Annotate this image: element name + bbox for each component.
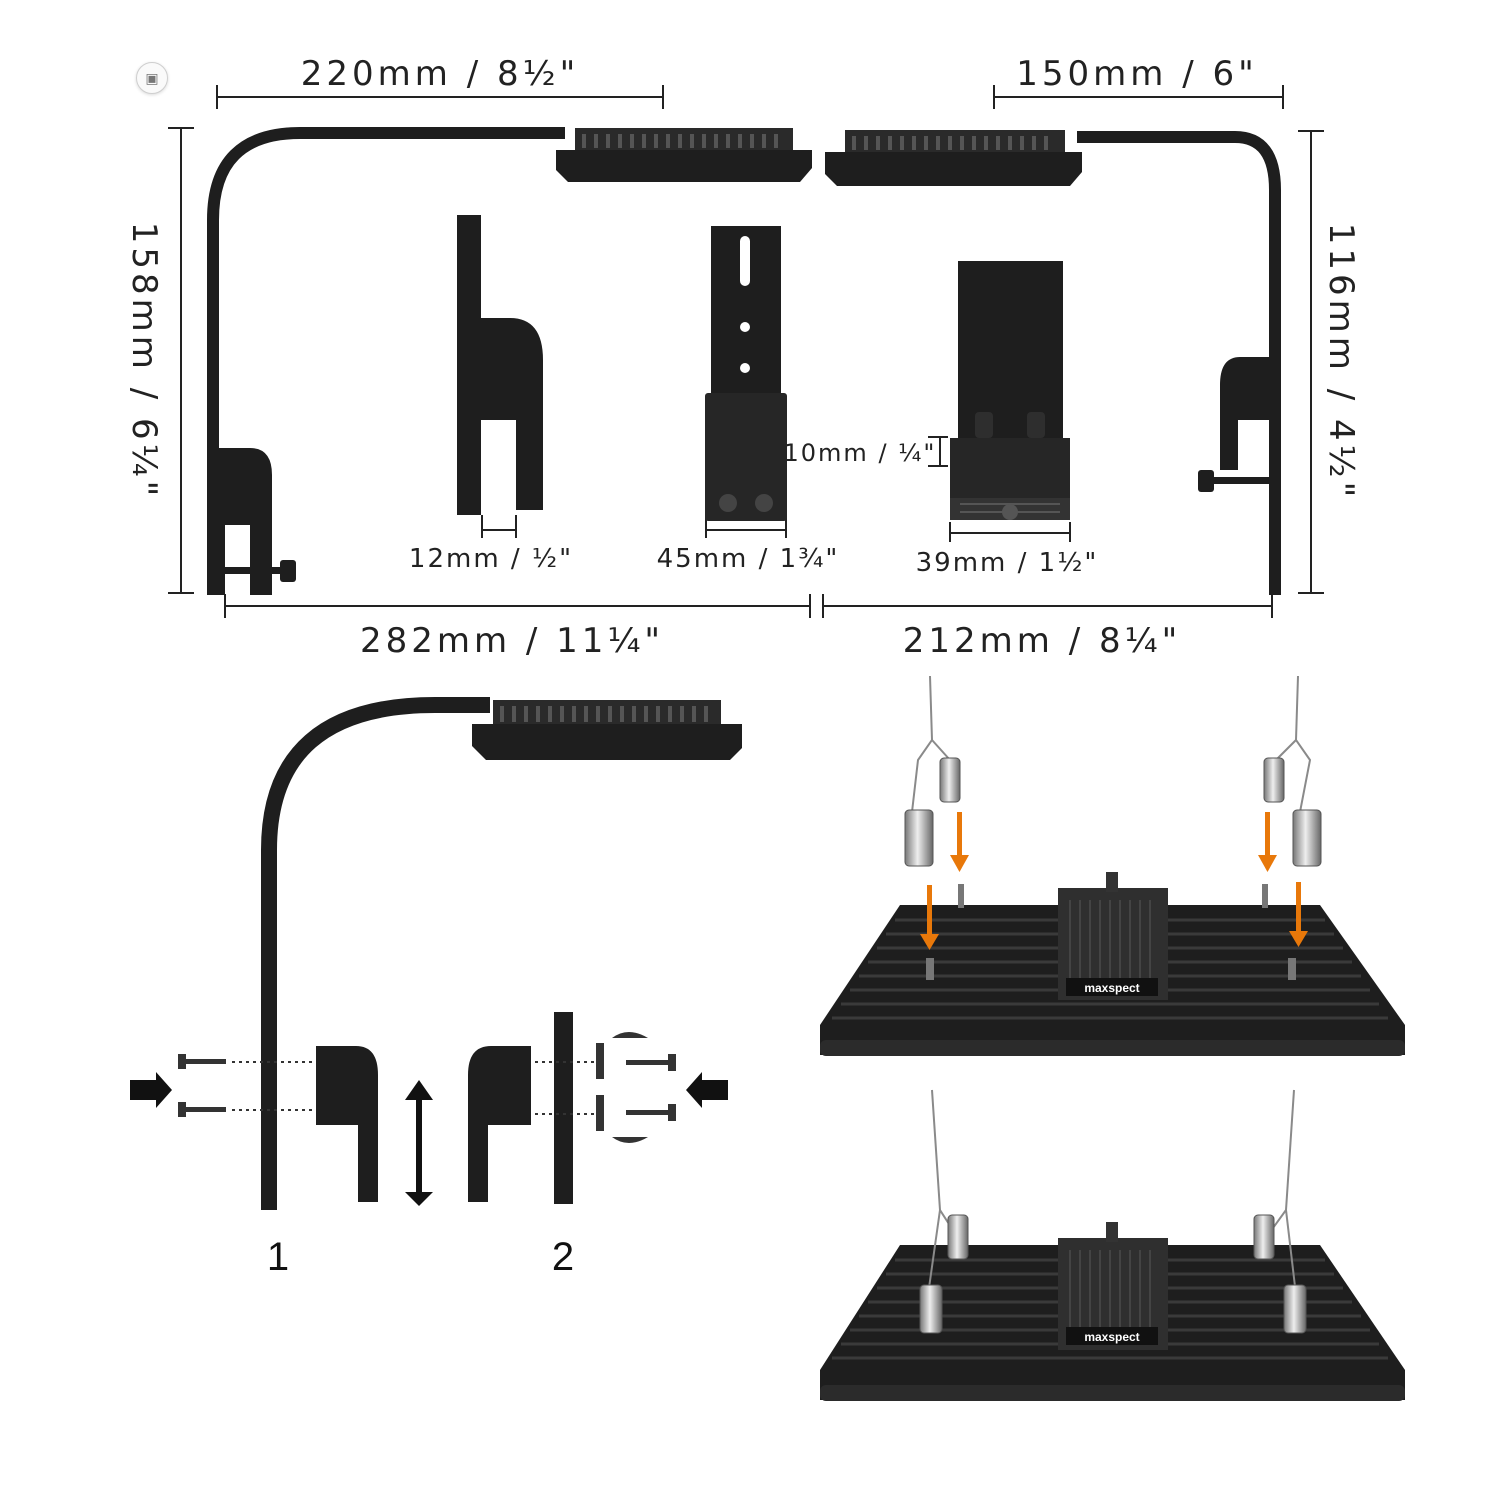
dim-mount-width: 39mm / 1½"	[916, 548, 1099, 578]
step1-assembly	[130, 1046, 433, 1206]
screw-icon	[626, 1054, 676, 1121]
left-arm	[207, 127, 565, 595]
arrow-down-icon	[920, 812, 1308, 950]
fixture-hanging-bottom: maxspect	[820, 1222, 1405, 1401]
right-fixture	[825, 130, 1082, 186]
gooseneck-arm	[261, 697, 742, 1210]
step2-assembly	[468, 1012, 728, 1204]
right-arm	[1077, 131, 1281, 595]
dim-top-right-width: 150mm / 6"	[1016, 54, 1257, 94]
cylinder-weights-top	[904, 757, 1322, 867]
double-arrow-vertical-icon	[405, 1080, 433, 1206]
step-2-label: 2	[552, 1235, 574, 1279]
brand-logo-top: maxspect	[1084, 981, 1139, 995]
brand-logo-bottom: maxspect	[1084, 1330, 1139, 1344]
clamp-detail	[457, 215, 543, 515]
cylinder-weights-bottom	[919, 1214, 1307, 1334]
left-fixture	[556, 128, 812, 182]
mount-detail	[950, 261, 1070, 520]
arrow-left-icon	[686, 1072, 728, 1108]
dim-bottom-right-width: 212mm / 8¼"	[903, 621, 1181, 661]
dim-bottom-left-width: 282mm / 11¼"	[360, 621, 664, 661]
dim-right-height: 116mm / 4½"	[1321, 223, 1361, 501]
wire-hangers-top	[911, 675, 1312, 813]
arrow-right-icon	[130, 1072, 172, 1108]
image-icon[interactable]: ▣	[136, 62, 168, 94]
fixture-hanging-top: maxspect	[820, 872, 1405, 1056]
dim-top-left-width: 220mm / 8½"	[301, 54, 579, 94]
dim-left-height: 158mm / 6¼"	[124, 222, 164, 500]
step-1-label: 1	[267, 1235, 289, 1279]
dim-mount-height: 10mm / ¼"	[784, 439, 937, 467]
dimension-lines	[168, 85, 1324, 618]
bracket-detail	[705, 226, 787, 521]
screw-icon	[178, 1054, 226, 1117]
dim-clamp-gap: 12mm / ½"	[409, 544, 573, 574]
dim-bracket-width: 45mm / 1¾"	[657, 544, 840, 574]
